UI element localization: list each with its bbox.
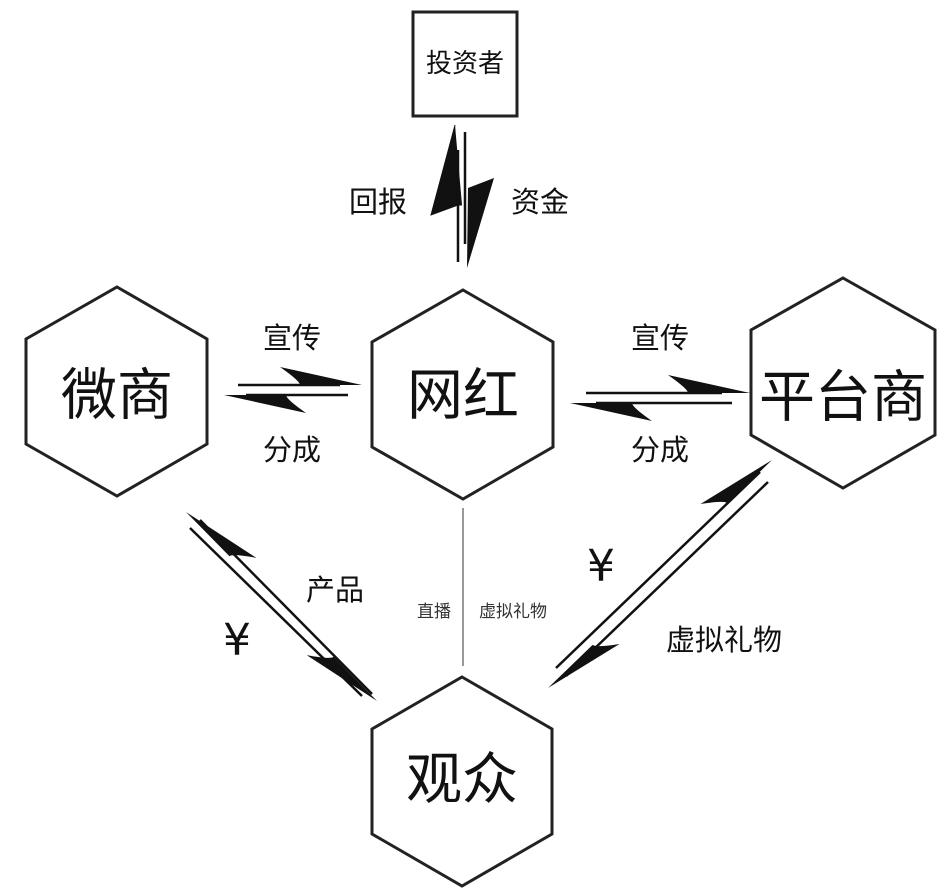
microbusiness-label: 微商 <box>61 364 173 429</box>
live-stream-label: 直播 <box>417 602 451 622</box>
micro-yen-label: ¥ <box>223 615 251 666</box>
investor-funds-label: 资金 <box>511 185 569 219</box>
microbusiness-hexagon <box>24 285 209 498</box>
micro-product-label: 产品 <box>306 573 364 607</box>
micro-share-label: 分成 <box>263 433 321 467</box>
investor-box <box>411 10 519 118</box>
platform-label: 平台商 <box>759 366 927 431</box>
platform-yen-label: ¥ <box>587 541 615 592</box>
platform-gift-label: 虚拟礼物 <box>666 623 782 657</box>
micro-promo-label: 宣传 <box>263 321 321 355</box>
influencer-label: 网红 <box>407 364 519 429</box>
audience-hexagon <box>370 675 554 888</box>
investor-return-label: 回报 <box>349 185 407 219</box>
platform-promo-label: 宣传 <box>631 321 689 355</box>
investor-label: 投资者 <box>426 49 504 79</box>
audience-label: 观众 <box>406 748 518 813</box>
platform-share-label: 分成 <box>631 433 689 467</box>
live-gift-label: 虚拟礼物 <box>479 602 547 622</box>
micro-audience-arrows <box>186 499 377 714</box>
platform-audience-arrows <box>548 447 772 701</box>
investor-flow-arrow <box>430 124 494 268</box>
influencer-platform-arrows <box>570 375 750 421</box>
micro-influencer-arrows <box>224 367 362 413</box>
platform-hexagon <box>749 276 937 490</box>
influencer-hexagon <box>370 288 555 501</box>
